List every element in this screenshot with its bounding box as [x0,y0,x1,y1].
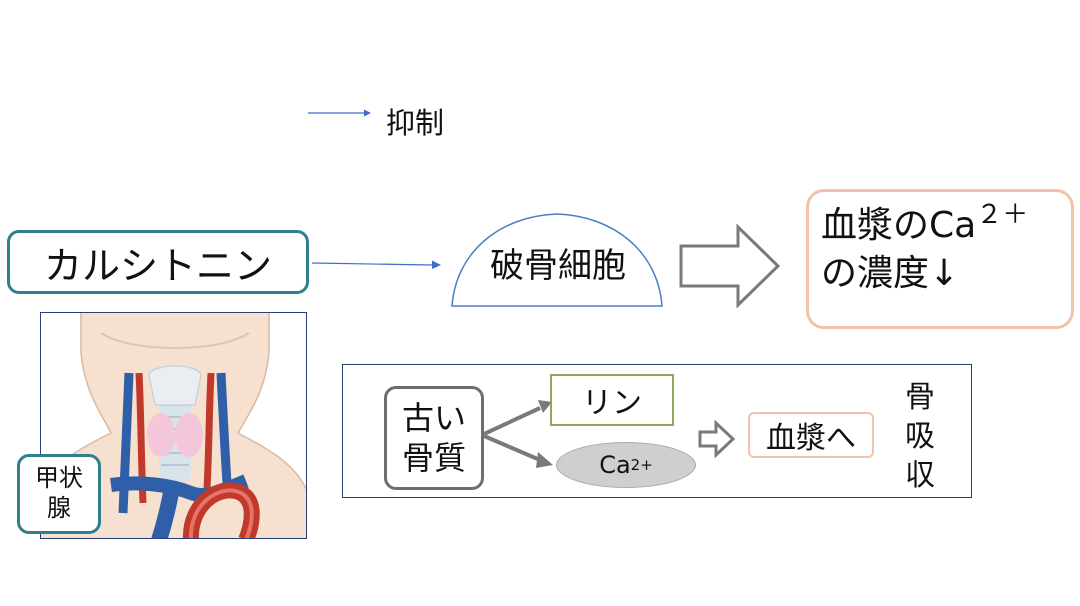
old-bone-line-1: 古い [401,399,466,437]
phosphorus-label: リン [582,386,642,421]
neck-anatomy-image [41,313,306,538]
osteoclast-label: 破骨細胞 [490,246,626,286]
osteoclast-dome [451,213,663,307]
old-bone-line-2: 骨質 [401,439,466,477]
calcitonin-label: カルシトニン [43,243,272,288]
branch-arrows [483,400,553,468]
small-hollow-arrow [698,420,736,458]
plasma-calcium-result-box: 血漿のCa２＋ の濃度↓ [806,189,1074,329]
vertical-char-1: 骨 [905,380,935,415]
to-plasma-box: 血漿へ [748,412,874,458]
bone-resorption-vertical-label: 骨 吸 収 [900,378,940,495]
old-bone-box: 古い 骨質 [384,386,484,490]
result-line-1: 血漿のCa２＋ [821,202,1061,250]
result-line-1-text: 血漿のCa [821,205,977,246]
bone-resorption-panel [342,364,972,498]
thyroid-label-box: 甲状 腺 [17,454,101,534]
inhibit-arrow [312,260,441,269]
result-line-2: の濃度↓ [821,253,960,294]
calcitonin-box: カルシトニン [7,230,309,294]
thyroid-label-line-1: 甲状 [35,464,83,492]
legend-inhibit-label: 抑制 [386,106,445,140]
legend-inhibit-arrow [308,109,371,117]
hollow-arrow [679,224,781,308]
neck-thyroid-illustration [40,312,307,539]
to-plasma-label: 血漿へ [766,421,856,456]
vertical-char-2: 吸 [905,419,935,454]
thyroid-label-line-2: 腺 [47,494,71,522]
vertical-char-3: 収 [905,458,935,493]
calcium-text: Ca [599,451,631,479]
phosphorus-box: リン [550,374,674,426]
result-line-1-superscript: ２＋ [976,200,1029,230]
